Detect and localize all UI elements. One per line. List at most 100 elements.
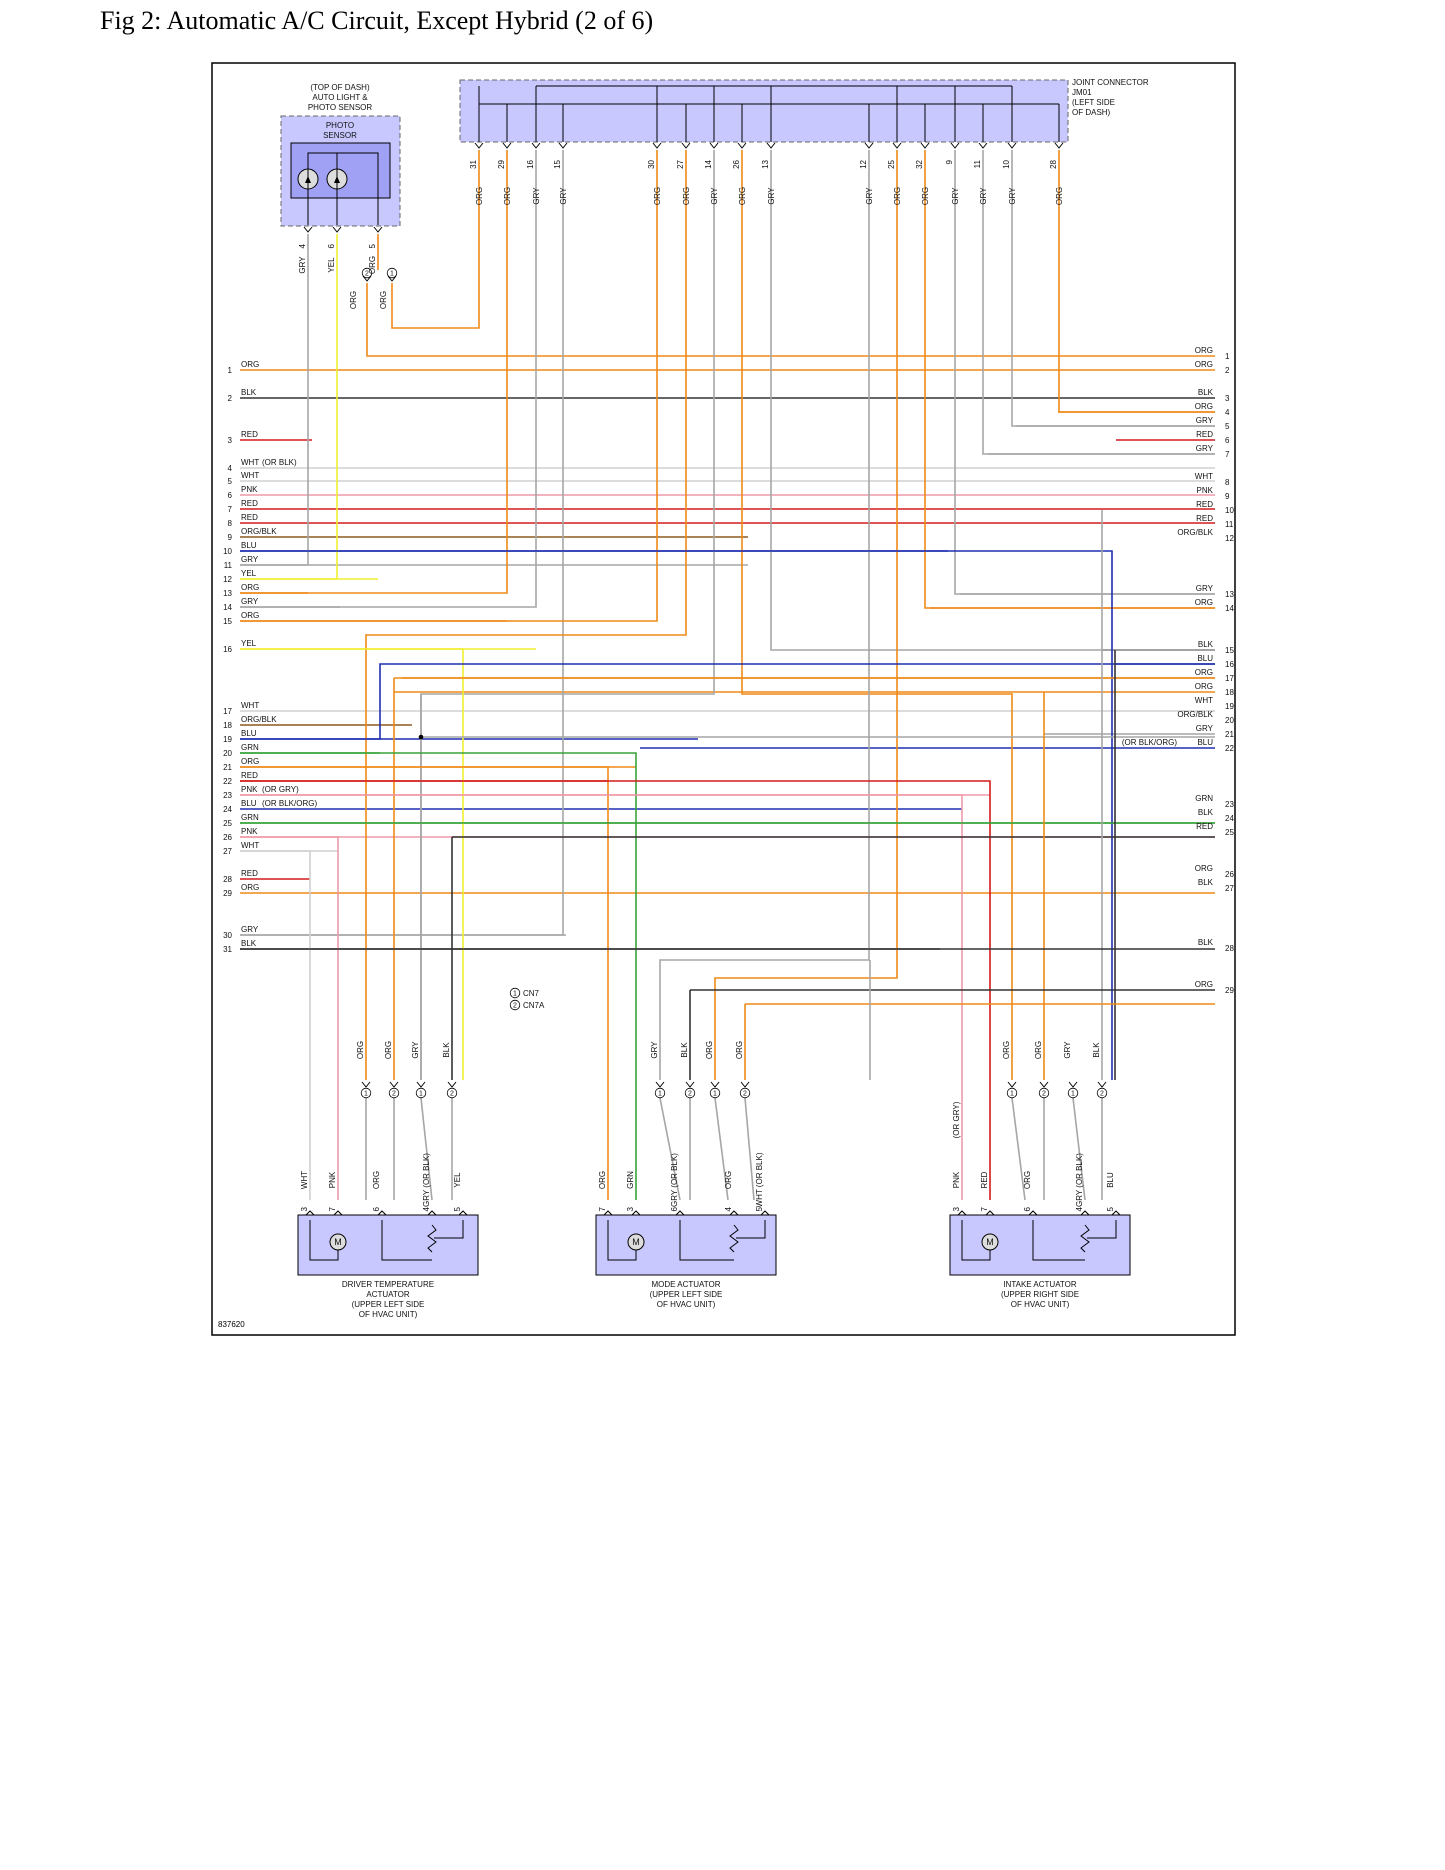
page-title: Fig 2: Automatic A/C Circuit, Except Hyb… [100,6,654,35]
diagram-frame [211,62,1236,1336]
wire-jc-32 [924,150,1215,609]
bus-right-color-label: BLK [1198,938,1214,947]
jc-pin-chevron [950,142,960,149]
bus-right-pin-number: 2 [1225,366,1230,375]
bus-left-pin-number: 3 [228,436,233,445]
cn-mark [1067,1087,1079,1099]
sensor-junction-mark-number: 2 [365,271,369,278]
motor-lead [961,1220,991,1261]
actuator-pin-label: GRN [626,1171,635,1189]
bus-right-color-label: BLU [1197,738,1213,747]
cn-chevron [1097,1081,1107,1088]
wire-red-22 [240,780,991,1200]
cn-mark [360,1087,372,1099]
bus-left-pin-number: 30 [223,931,232,940]
cn-mark-number: 2 [743,1091,747,1098]
actuator-pin-number: 6 [1023,1206,1032,1211]
cn-chevron [740,1081,750,1088]
sensor-junction-label: ORG [379,291,388,309]
bus-left-pin-number: 28 [223,875,232,884]
cn-mark [446,1087,458,1099]
sensor-junction-label: ORG [349,291,358,309]
bus-right-pin-number: 4 [1225,408,1230,417]
actuator-pin-label: GRY (OR BLK) [422,1153,431,1207]
bus-right-pin-number: 13 [1225,590,1234,599]
actuator-caption-line: OF HVAC UNIT) [359,1310,418,1319]
actuator-pin-arrow [603,1210,613,1216]
bus-right-color-label: BLU [1197,654,1213,663]
cn-mark [654,1087,666,1099]
sensor-inner-label: PHOTO [326,121,354,130]
cn-chevron [361,1081,371,1088]
jc-pin-chevron [892,142,902,149]
wire-cn-lower [659,1097,681,1201]
pot-wiper [434,1220,464,1239]
cn-chevron [1007,1081,1017,1088]
cn-wire-label: GRY [650,1041,659,1059]
wire-junction-org-b [391,150,480,329]
actuator-caption-line: (UPPER LEFT SIDE [352,1300,425,1309]
cn-wire-label: ORG [1034,1041,1043,1059]
actuator-pin-arrow [458,1210,468,1216]
jc-pin-color: GRY [865,187,874,205]
bus-left-color-label: GRY [241,597,259,606]
jc-pin-number: 29 [497,159,506,168]
bus-right-color-label: BLK [1198,878,1214,887]
bus-right-color-label: WHT [1195,696,1213,705]
cn-mark [415,1087,427,1099]
cn-chevron [655,1081,665,1088]
bus-left-pin-number: 2 [228,394,233,403]
cn-legend-label: CN7 [523,989,540,998]
actuator-pin-number: 5 [1106,1206,1115,1211]
bus-left-color-label: RED [241,771,258,780]
bus-left-color-label: RED [241,499,258,508]
wire-jc-16 [240,150,537,608]
cn-legend-mark-number: 2 [513,1003,517,1010]
jc-pin-chevron [978,142,988,149]
jc-label-line: JM01 [1072,88,1092,97]
bus-left-pin-number: 26 [223,833,232,842]
wire-pnk-23 [240,794,963,1200]
bus-left-color-label: GRN [241,743,259,752]
jc-pin-chevron [709,142,719,149]
wire-jc-27 [365,150,687,1080]
jc-pin-color: GRY [767,187,776,205]
jc-pin-color: GRY [532,187,541,205]
bus-right-note: (OR BLK/ORG) [1122,738,1177,747]
actuator-pin-arrow [1080,1210,1090,1216]
bus-left-pin-number: 29 [223,889,232,898]
actuator-pin-arrow [760,1210,770,1216]
actuator-pin-arrow [675,1210,685,1216]
cn-mark [684,1087,696,1099]
bus-right-color-label: ORG [1195,864,1213,873]
jc-pin-number: 13 [761,159,770,168]
jc-pin-color: GRY [710,187,719,205]
bus-right-pin-number: 21 [1225,730,1234,739]
bus-left-color-label: PNK [241,485,258,494]
actuator-pin-arrow [729,1210,739,1216]
actuator-pin-label: RED [980,1171,989,1188]
cn-mark [739,1087,751,1099]
bus-left-color-label: BLK [241,939,257,948]
sensor-pin-color: ORG [368,256,377,274]
bus-right-pin-number: 5 [1225,422,1230,431]
actuator-pin-label: YEL [453,1172,462,1188]
jc-pin-color: GRY [951,187,960,205]
bus-left-pin-number: 14 [223,603,232,612]
wire-blu-10 [240,550,1113,1080]
sensor-caption-line: (TOP OF DASH) [310,83,370,92]
sensor-junction-mark-number: 1 [390,271,394,278]
actuator-pin-label: WHT (OR BLK) [755,1152,764,1207]
bus-right-pin-number: 18 [1225,688,1234,697]
bus-right-pin-number: 1 [1225,352,1230,361]
actuator-pin-label: GRY (OR BLK) [1075,1153,1084,1207]
jc-pin-number: 9 [945,159,954,164]
bus-left-pin-number: 25 [223,819,232,828]
jc-pin-color: ORG [503,187,512,205]
bus-left-note: (OR BLK/ORG) [262,799,317,808]
bus-left-color-label: BLU [241,541,257,550]
bus-right-color-label: ORG [1195,682,1213,691]
bus-right-color-label: GRN [1195,794,1213,803]
motor-letter: M [986,1237,994,1247]
